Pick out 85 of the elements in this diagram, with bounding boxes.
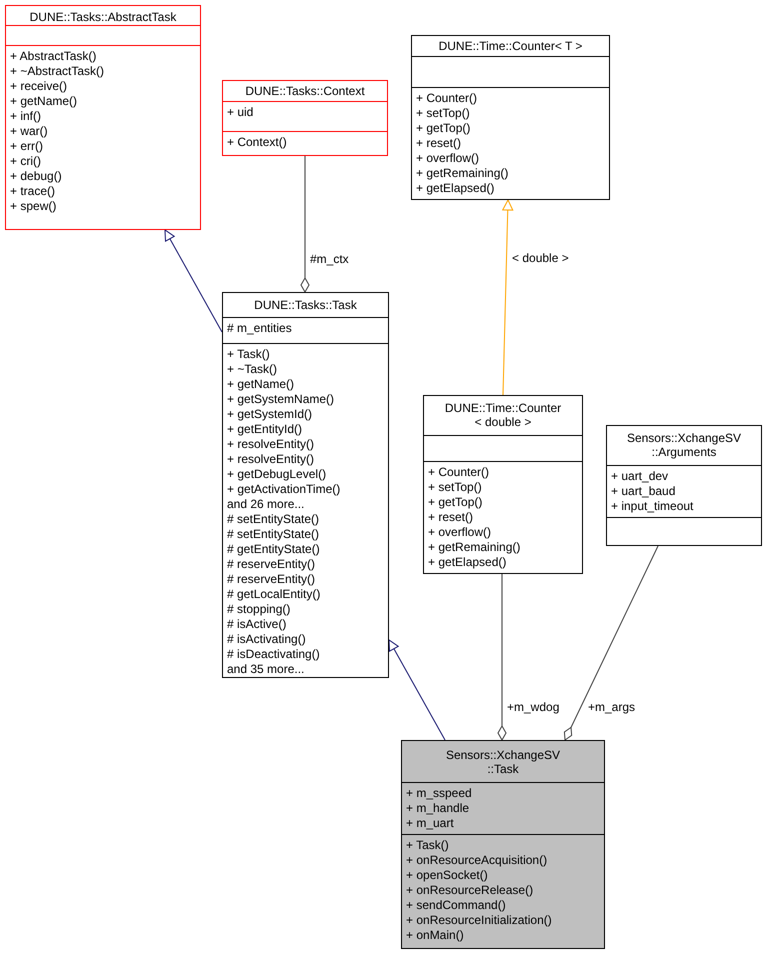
member-text: + cri() [10, 154, 41, 169]
member-text: # getLocalEntity() [227, 587, 320, 602]
class-name: DUNE::Tasks::Task [253, 298, 358, 312]
member-text: + m_handle [406, 801, 470, 816]
member-text: + ~Task() [227, 362, 278, 377]
member-text: # getEntityState() [227, 542, 320, 557]
member-text: # reserveEntity() [227, 557, 316, 572]
member-text: + overflow() [428, 525, 492, 540]
edge-label: < double > [512, 251, 569, 265]
member-text: + getElapsed() [416, 181, 494, 196]
class-box [401, 740, 605, 949]
member-text: + openSocket() [406, 868, 488, 883]
class-box [5, 5, 201, 230]
member-text: + onResourceRelease() [406, 883, 534, 898]
member-text: + getRemaining() [416, 166, 508, 181]
member-text: + m_uart [406, 816, 454, 831]
member-text: + setTop() [428, 480, 482, 495]
member-text: + setTop() [416, 106, 470, 121]
class-box [222, 80, 388, 156]
member-text: + Context() [227, 135, 287, 150]
member-text: + getName() [227, 377, 294, 392]
member-text: + getTop() [416, 121, 470, 136]
member-text: + onMain() [406, 928, 464, 943]
member-text: # reserveEntity() [227, 572, 316, 587]
member-text: + getSystemId() [227, 407, 312, 422]
class-box [411, 35, 610, 200]
member-text: + reset() [416, 136, 462, 151]
class-name: Sensors::XchangeSV ::Arguments [626, 431, 742, 459]
aggregation-connector [498, 574, 506, 740]
member-text: # isActivating() [227, 632, 306, 647]
member-text: + getTop() [428, 495, 482, 510]
member-text: + ~AbstractTask() [10, 64, 104, 79]
edge-label: #m_ctx [310, 252, 349, 266]
class-name: DUNE::Time::Counter< T > [438, 39, 584, 53]
aggregation-connector [564, 546, 658, 740]
member-text: + uart_baud [611, 484, 676, 499]
member-text: + debug() [10, 169, 62, 184]
inheritance-arrow [164, 230, 222, 332]
member-text: + war() [10, 124, 48, 139]
member-text: + overflow() [416, 151, 480, 166]
member-text: + sendCommand() [406, 898, 506, 913]
member-text: # isDeactivating() [227, 647, 320, 662]
member-text: + Counter() [416, 91, 478, 106]
member-text: # stopping() [227, 602, 290, 617]
member-text: + Task() [227, 347, 270, 362]
member-text: + onResourceInitialization() [406, 913, 552, 928]
member-text: + err() [10, 139, 43, 154]
inheritance-arrow [502, 200, 514, 396]
member-text: + AbstractTask() [10, 49, 96, 64]
member-text: + receive() [10, 79, 68, 94]
member-text: + spew() [10, 199, 56, 214]
member-text: + getElapsed() [428, 555, 506, 570]
edge-label: +m_wdog [507, 700, 560, 714]
member-text: + onResourceAcquisition() [406, 853, 548, 868]
member-text: + resolveEntity() [227, 452, 314, 467]
member-text: + getName() [10, 94, 78, 109]
class-name: Sensors::XchangeSV ::Task [444, 748, 562, 776]
member-text: + reset() [428, 510, 474, 525]
member-text: and 26 more... [227, 497, 304, 512]
member-text: # setEntityState() [227, 512, 320, 527]
class-name: DUNE::Time::Counter < double > [444, 401, 562, 429]
inheritance-arrow [388, 640, 446, 740]
member-text: + input_timeout [611, 499, 694, 514]
member-text: + getSystemName() [227, 392, 334, 407]
class-name: DUNE::Tasks::Context [244, 84, 366, 98]
member-text: + Counter() [428, 465, 490, 480]
member-text: + inf() [10, 109, 42, 124]
class-name: DUNE::Tasks::AbstractTask [28, 10, 178, 24]
member-text: + uid [227, 105, 254, 120]
member-text: + Task() [406, 838, 449, 853]
member-text: + getEntityId() [227, 422, 302, 437]
member-text: # isActive() [227, 617, 286, 632]
member-text: # m_entities [227, 321, 292, 336]
aggregation-connector [300, 156, 310, 292]
member-text: and 35 more... [227, 662, 304, 677]
class-box [423, 395, 583, 574]
member-text: + getDebugLevel() [227, 467, 326, 482]
member-text: + trace() [10, 184, 56, 199]
member-text: + uart_dev [611, 469, 668, 484]
member-text: + getActivationTime() [227, 482, 340, 497]
class-box [606, 425, 762, 546]
member-text: # setEntityState() [227, 527, 320, 542]
member-text: + resolveEntity() [227, 437, 314, 452]
member-text: + m_sspeed [406, 786, 472, 801]
member-text: + getRemaining() [428, 540, 520, 555]
